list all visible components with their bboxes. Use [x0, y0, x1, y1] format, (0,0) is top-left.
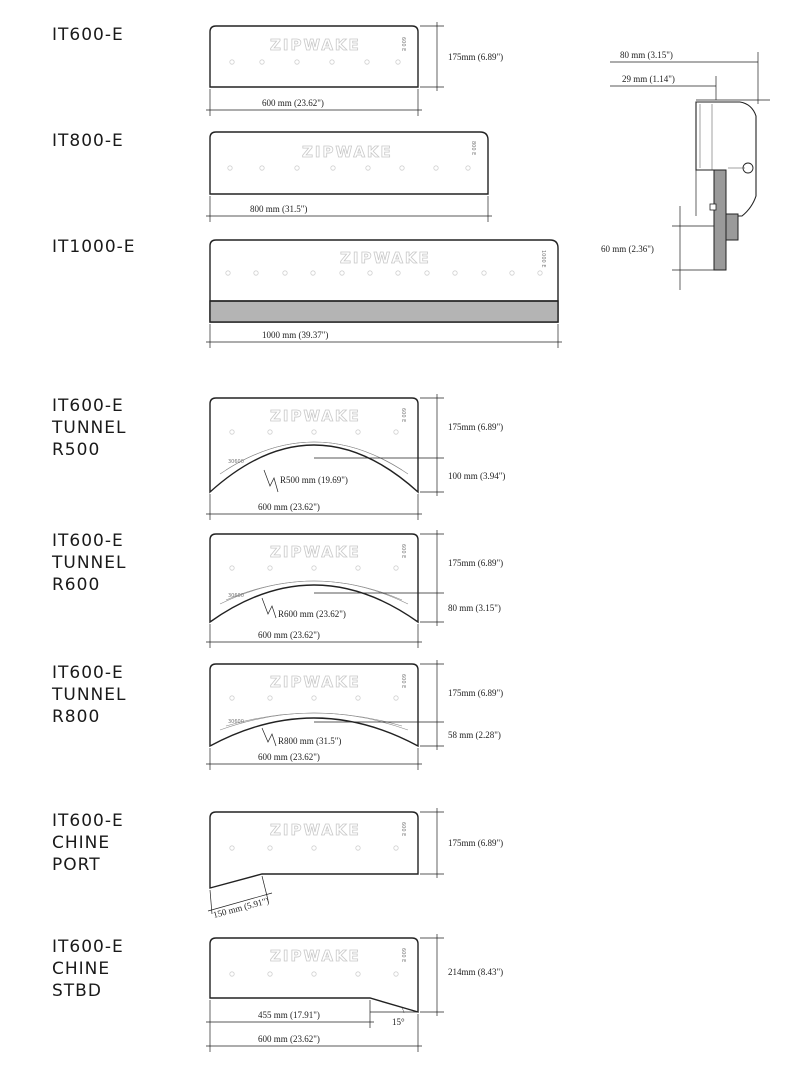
- height-dimension: 175mm (6.89"): [448, 558, 503, 568]
- brand-logo: ZIPWAKE: [270, 407, 361, 425]
- height-dimension: 214mm (8.43"): [448, 967, 503, 977]
- height-dimension: 175mm (6.89"): [448, 422, 503, 432]
- panel-label-line: IT600-E: [52, 396, 124, 416]
- panel-label-line: R500: [52, 440, 100, 460]
- height-dimension: 175mm (6.89"): [448, 838, 503, 848]
- panel-label-line: TUNNEL: [51, 553, 126, 573]
- panel-label-line: PORT: [52, 855, 101, 875]
- width-dimension: 1000 mm (39.37"): [262, 330, 328, 340]
- height-dimension: 175mm (6.89"): [448, 52, 503, 62]
- radius-dimension: R800 mm (31.5"): [278, 736, 341, 746]
- panel-it1000e: IT1000-E ZIPWAKE 1000 E 1000 mm (39.37"): [52, 237, 562, 348]
- radius-dimension: R600 mm (23.62"): [278, 609, 346, 619]
- brand-logo: ZIPWAKE: [270, 36, 361, 54]
- brand-logo: ZIPWAKE: [340, 249, 431, 267]
- side-view-diagram: 80 mm (3.15") 29 mm (1.14") 60 mm (2.36"…: [601, 50, 770, 290]
- chine-dimension: 150 mm (5.91"): [212, 895, 270, 920]
- tunnel-dimension: 80 mm (3.15"): [448, 603, 501, 613]
- brand-logo: ZIPWAKE: [270, 947, 361, 965]
- panel-label-line: R600: [52, 575, 100, 595]
- panel-chine-stbd: IT600-E CHINE STBD ZIPWAKE 600 E 214mm (…: [52, 934, 503, 1052]
- drop-dimension: 60 mm (2.36"): [601, 244, 654, 254]
- part-code: 600 E: [400, 544, 406, 558]
- part-code: 600 E: [400, 674, 406, 688]
- panel-it600e: IT600-E ZIPWAKE 600 E 175mm (6.89") 600 …: [52, 22, 503, 116]
- panel-label-line: CHINE: [52, 833, 110, 853]
- tunnel-dimension: 58 mm (2.28"): [448, 730, 501, 740]
- part-code: 600 E: [400, 948, 406, 962]
- angle-dimension: 15°: [392, 1017, 405, 1027]
- panel-label-line: IT600-E: [52, 25, 124, 45]
- panel-it800e: IT800-E ZIPWAKE 800 E 800 mm (31.5"): [52, 131, 492, 222]
- width-dimension: 600 mm (23.62"): [258, 752, 320, 762]
- panel-label-line: R800: [52, 707, 100, 727]
- depth-dimension: 80 mm (3.15"): [620, 50, 673, 60]
- brand-logo: ZIPWAKE: [302, 143, 393, 161]
- panel-label-line: CHINE: [52, 959, 110, 979]
- tunnel-dimension: 100 mm (3.94"): [448, 471, 505, 481]
- width-dimension: 600 mm (23.62"): [258, 1034, 320, 1044]
- panel-chine-port: IT600-E CHINE PORT ZIPWAKE 600 E 175mm (…: [52, 808, 503, 920]
- panel-label-line: IT800-E: [52, 131, 124, 151]
- part-code: 800 E: [470, 141, 476, 155]
- panel-label-line: IT600-E: [52, 531, 124, 551]
- brand-logo: ZIPWAKE: [270, 673, 361, 691]
- tunnel-code: 30600: [228, 459, 244, 465]
- panel-label-line: IT1000-E: [52, 237, 136, 257]
- panel-tunnel-r500: IT600-E TUNNEL R500 30600 ZIPWAKE 600 E …: [51, 394, 505, 520]
- part-code: 600 E: [400, 408, 406, 422]
- offset-dimension: 29 mm (1.14"): [622, 74, 675, 84]
- panel-tunnel-r600: IT600-E TUNNEL R600 30600 ZIPWAKE 600 E …: [51, 530, 503, 648]
- panel-label-line: IT600-E: [52, 937, 124, 957]
- part-code: 600 E: [400, 822, 406, 836]
- panel-label-line: TUNNEL: [51, 418, 126, 438]
- partial-width-dimension: 455 mm (17.91"): [258, 1010, 320, 1020]
- brand-logo: ZIPWAKE: [270, 543, 361, 561]
- panel-label-line: IT600-E: [52, 663, 124, 683]
- width-dimension: 600 mm (23.62"): [258, 502, 320, 512]
- part-code: 1000 E: [540, 250, 546, 267]
- panel-label-line: IT600-E: [52, 811, 124, 831]
- panel-label-line: TUNNEL: [51, 685, 126, 705]
- tunnel-code: 30600: [228, 719, 244, 725]
- width-dimension: 800 mm (31.5"): [250, 204, 307, 214]
- panel-label-line: STBD: [52, 981, 102, 1001]
- part-code: 600 E: [400, 37, 406, 51]
- radius-dimension: R500 mm (19.69"): [280, 475, 348, 485]
- brand-logo: ZIPWAKE: [270, 821, 361, 839]
- tunnel-code: 30600: [228, 593, 244, 599]
- width-dimension: 600 mm (23.62"): [258, 630, 320, 640]
- height-dimension: 175mm (6.89"): [448, 688, 503, 698]
- width-dimension: 600 mm (23.62"): [262, 98, 324, 108]
- panel-tunnel-r800: IT600-E TUNNEL R800 30600 ZIPWAKE 600 E …: [51, 660, 503, 770]
